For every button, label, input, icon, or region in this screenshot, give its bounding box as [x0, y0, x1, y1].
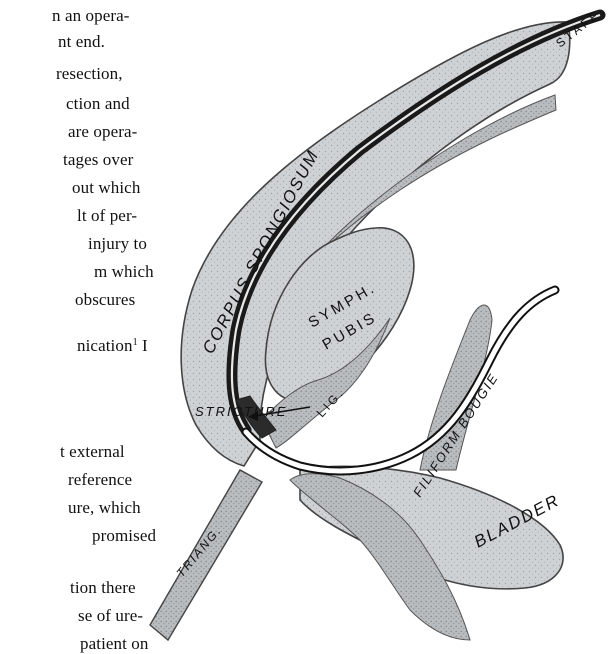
text-line: patient on: [80, 634, 149, 654]
footnote-marker: 1: [133, 337, 138, 348]
text-line: are opera-: [68, 122, 137, 142]
text-line: reference: [68, 470, 132, 490]
text-line: tages over: [63, 150, 133, 170]
stricture-label: STRICTURE: [195, 404, 287, 419]
text-segment: nication: [77, 336, 133, 355]
text-line: out which: [72, 178, 140, 198]
text-line: ure, which: [68, 498, 141, 518]
triangular-ligament-shape: [150, 470, 262, 640]
text-line: ction and: [66, 94, 130, 114]
text-line: t external: [60, 442, 125, 462]
text-line: n an opera-: [52, 6, 130, 26]
text-line: obscures: [75, 290, 135, 310]
text-line-footnote: nication1 I: [77, 336, 148, 356]
anatomy-figure: CORPUS SPONGIOSUM STAFF SYMPH. PUBIS STR…: [140, 0, 613, 646]
text-line: tion there: [70, 578, 136, 598]
text-line: injury to: [88, 234, 147, 254]
text-line: lt of per-: [77, 206, 137, 226]
text-line: resection,: [56, 64, 123, 84]
text-line: se of ure-: [78, 606, 143, 626]
text-line: nt end.: [58, 32, 105, 52]
